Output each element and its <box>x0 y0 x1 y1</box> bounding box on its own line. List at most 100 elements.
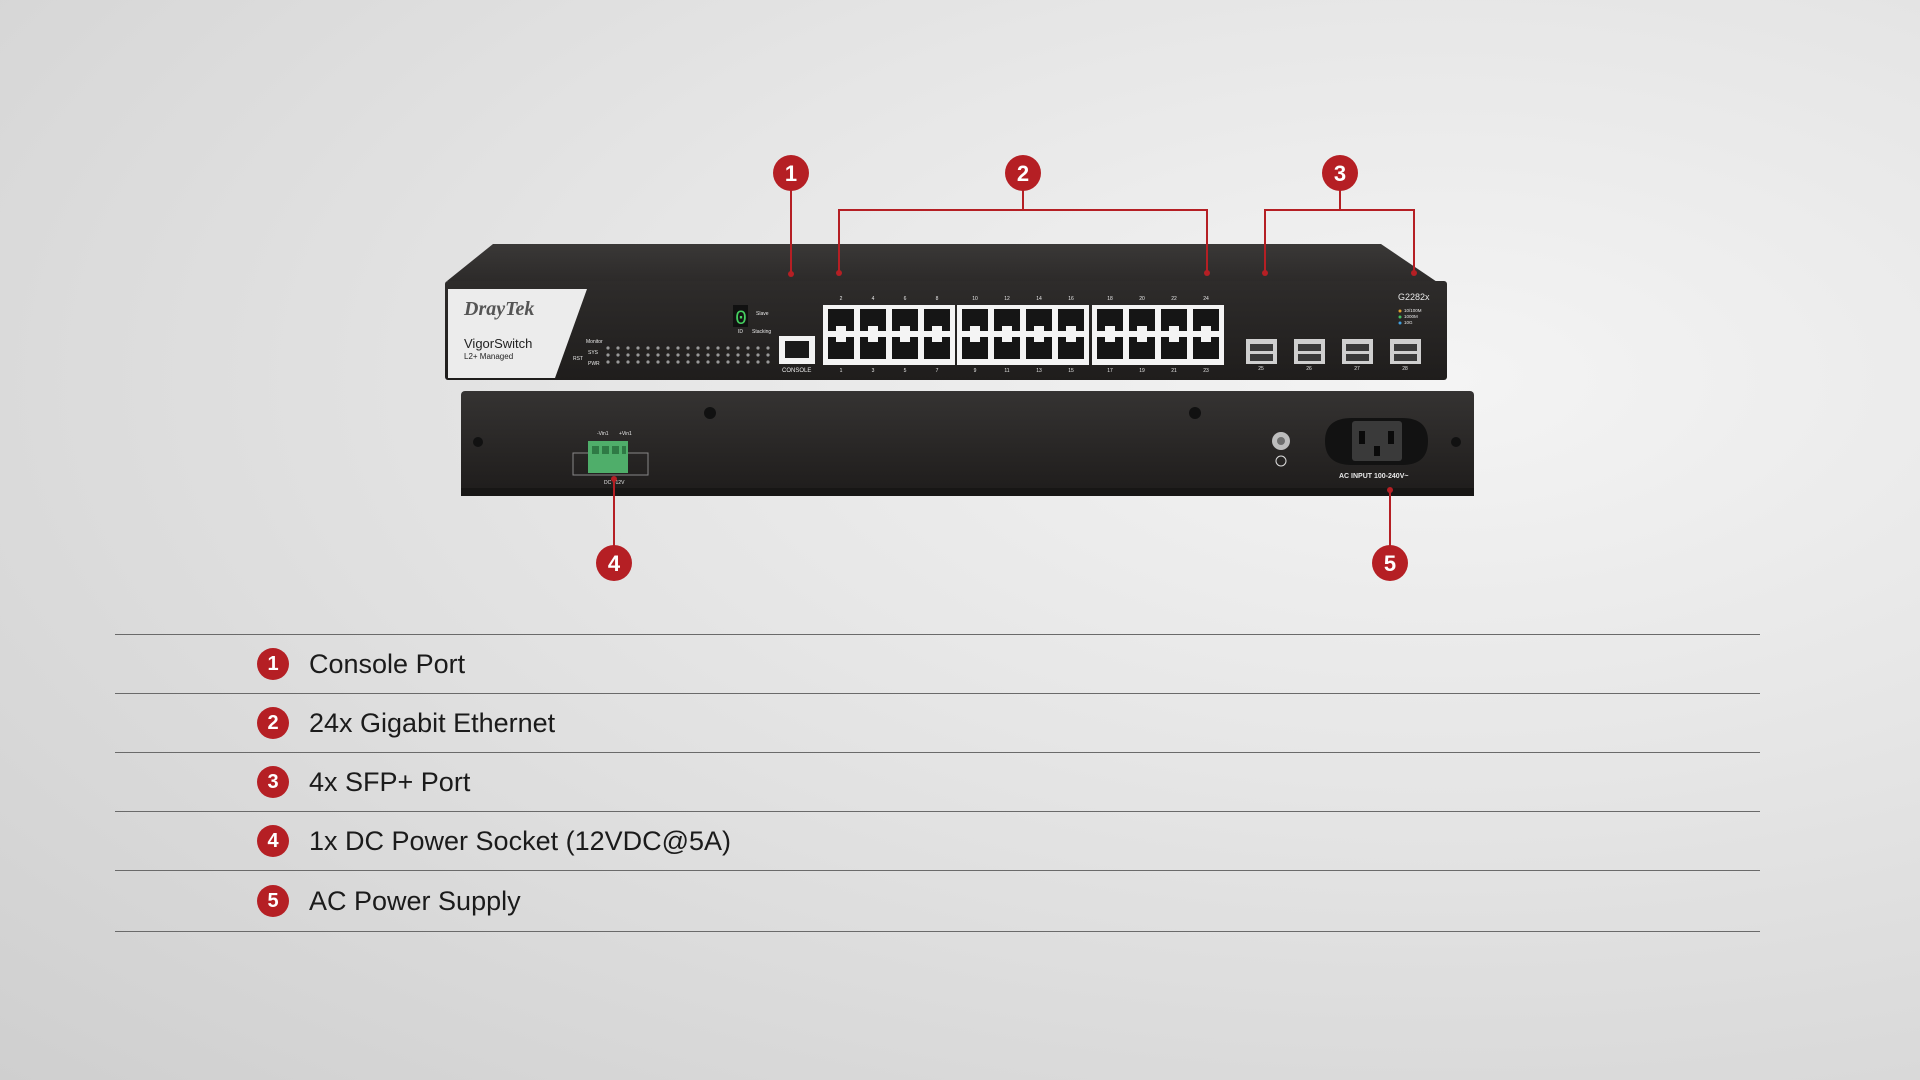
svg-text:10/100M: 10/100M <box>1404 308 1422 313</box>
status-led <box>766 346 770 350</box>
svg-text:2: 2 <box>1017 161 1029 186</box>
svg-text:Slave: Slave <box>756 311 769 317</box>
svg-text:+Vin1: +Vin1 <box>619 431 632 437</box>
rj45-port <box>994 309 1020 331</box>
status-led <box>696 360 700 364</box>
status-led <box>766 353 770 357</box>
rj45-port <box>1058 309 1084 331</box>
port-number-label: 28 <box>1402 366 1408 372</box>
led-panel: Monitor SYS RST PWR <box>573 339 770 367</box>
ground-screw <box>1272 432 1290 467</box>
legend-row: 2 24x Gigabit Ethernet <box>115 694 1760 753</box>
svg-text:1: 1 <box>785 161 797 186</box>
sfp-port: 25 <box>1246 339 1277 372</box>
status-led <box>676 346 680 350</box>
svg-text:PWR: PWR <box>588 361 600 367</box>
svg-text:Stacking: Stacking <box>752 329 771 335</box>
port-number-label: 17 <box>1107 368 1113 374</box>
status-led <box>716 353 720 357</box>
legend-row: 4 1x DC Power Socket (12VDC@5A) <box>115 812 1760 871</box>
svg-text:AC INPUT 100-240V~: AC INPUT 100-240V~ <box>1339 473 1408 480</box>
stack-id-display: 0 Slave ID Stacking <box>733 305 771 335</box>
status-led <box>616 360 620 364</box>
product-name: VigorSwitch <box>464 336 532 351</box>
legend-number-badge: 3 <box>257 766 289 798</box>
legend-label: 1x DC Power Socket (12VDC@5A) <box>309 825 732 856</box>
svg-text:SYS: SYS <box>588 350 599 356</box>
port-number-label: 13 <box>1036 368 1042 374</box>
svg-text:Monitor: Monitor <box>586 339 603 345</box>
status-led <box>686 353 690 357</box>
port-number-label: 9 <box>974 368 977 374</box>
port-number-label: 7 <box>936 368 939 374</box>
legend-row: 1 Console Port <box>115 635 1760 694</box>
rj45-port <box>1161 337 1187 359</box>
legend-label: 4x SFP+ Port <box>309 766 471 797</box>
port-number-label: 26 <box>1306 366 1312 372</box>
rj45-port <box>962 337 988 359</box>
status-led <box>606 353 610 357</box>
status-led <box>626 346 630 350</box>
rj45-port <box>892 309 918 331</box>
status-led <box>636 360 640 364</box>
sfp-port: 28 <box>1390 339 1421 372</box>
rear-unit <box>461 391 1474 496</box>
port-number-label: 12 <box>1004 296 1010 302</box>
port-number-label: 16 <box>1068 296 1074 302</box>
rj45-port <box>892 337 918 359</box>
svg-text:RST: RST <box>573 356 583 362</box>
port-number-label: 15 <box>1068 368 1074 374</box>
status-led <box>736 346 740 350</box>
status-led <box>616 346 620 350</box>
status-led <box>696 346 700 350</box>
status-led <box>646 353 650 357</box>
status-led <box>756 346 760 350</box>
sfp-ports: 25 26 27 28 <box>1246 339 1421 372</box>
svg-text:-Vin1: -Vin1 <box>597 431 609 437</box>
status-led <box>746 360 750 364</box>
callout-4: 4 <box>596 545 632 581</box>
rj45-port <box>1193 309 1219 331</box>
feature-legend: 1 Console Port 2 24x Gigabit Ethernet 3 … <box>115 634 1760 932</box>
callout-5: 5 <box>1372 545 1408 581</box>
switch-illustration: DrayTek VigorSwitch L2+ Managed Monitor … <box>445 155 1474 581</box>
status-led <box>606 346 610 350</box>
product-subtitle: L2+ Managed <box>464 352 513 361</box>
status-led <box>646 346 650 350</box>
callout-lines <box>613 190 1415 547</box>
svg-text:10G: 10G <box>1404 320 1413 325</box>
status-led <box>696 353 700 357</box>
rj45-port <box>924 309 950 331</box>
status-led <box>676 360 680 364</box>
rj45-port <box>924 337 950 359</box>
port-number-label: 24 <box>1203 296 1209 302</box>
status-led <box>616 353 620 357</box>
rj45-port <box>1193 337 1219 359</box>
status-led <box>666 360 670 364</box>
status-led <box>666 346 670 350</box>
rj45-port <box>1097 309 1123 331</box>
legend-label: AC Power Supply <box>309 885 521 916</box>
legend-label: 24x Gigabit Ethernet <box>309 707 556 738</box>
status-led <box>646 360 650 364</box>
port-number-label: 27 <box>1354 366 1360 372</box>
status-led <box>746 346 750 350</box>
port-number-label: 8 <box>936 296 939 302</box>
port-number-label: 25 <box>1258 366 1264 372</box>
rj45-port <box>828 337 854 359</box>
status-led <box>666 353 670 357</box>
status-led <box>726 346 730 350</box>
rj45-port <box>1097 337 1123 359</box>
rj45-port <box>1026 309 1052 331</box>
status-led <box>686 360 690 364</box>
front-unit-top <box>447 244 1446 288</box>
callout-1: 1 <box>773 155 809 191</box>
status-led <box>706 353 710 357</box>
status-led <box>626 360 630 364</box>
status-led <box>676 353 680 357</box>
port-number-label: 20 <box>1139 296 1145 302</box>
svg-text:3: 3 <box>1334 161 1346 186</box>
port-number-label: 14 <box>1036 296 1042 302</box>
rj45-port <box>1129 337 1155 359</box>
status-led <box>736 360 740 364</box>
